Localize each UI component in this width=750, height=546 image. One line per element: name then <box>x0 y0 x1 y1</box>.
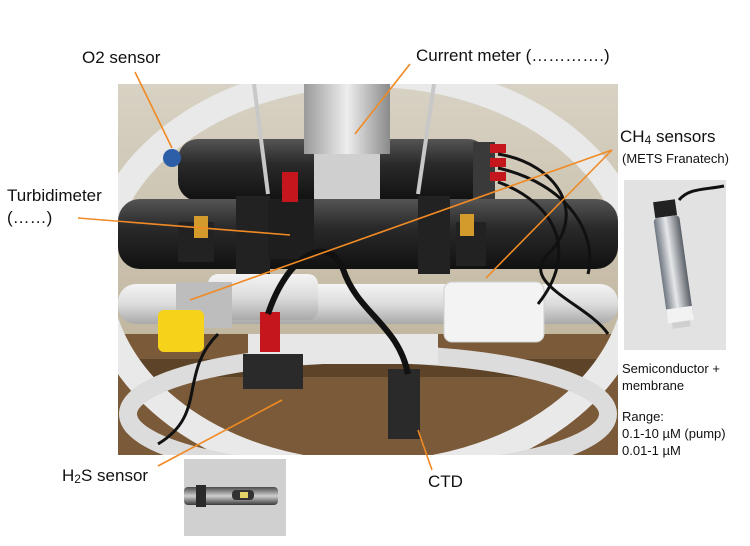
h2s-sensor-photo <box>184 459 286 536</box>
ch4-suffix: sensors <box>651 127 716 146</box>
turbidimeter-label: Turbidimeter <box>7 186 102 205</box>
instrument-frame-photo <box>118 84 618 455</box>
ch4-maker-label: (METS Franatech) <box>622 151 729 166</box>
range-passive: 0.01-1 µM <box>622 443 681 458</box>
range-pump: 0.1-10 µM (pump) <box>622 426 726 441</box>
semiconductor-label: Semiconductor + <box>622 361 720 376</box>
h2s-sensor-label: H2S sensor <box>62 466 148 489</box>
range-title: Range: <box>622 409 664 424</box>
h2s-prefix: H <box>62 466 75 485</box>
turbidimeter-placeholder-label: (……) <box>7 208 53 227</box>
ch4-prefix: CH <box>620 127 645 146</box>
o2-sensor-label: O2 sensor <box>82 48 161 67</box>
h2s-suffix: S sensor <box>80 466 149 485</box>
membrane-label: membrane <box>622 378 685 393</box>
h2s-subscript: 2 <box>74 472 81 486</box>
ch4-sensors-label: CH4 sensors <box>620 127 716 150</box>
current-meter-label: Current meter (………….) <box>416 46 610 65</box>
ch4-sensor-photo <box>624 180 726 350</box>
ctd-label: CTD <box>428 472 463 491</box>
ch4-subscript: 4 <box>644 133 652 147</box>
